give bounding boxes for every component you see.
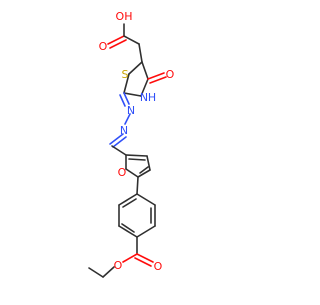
bond-n-ch-double-a: [109, 133, 124, 145]
molecule-structure-diagram: OH O S N H O N N O O O: [88, 10, 175, 278]
bond-c2-n-double-a: [123, 92, 130, 105]
bond-o-fc5: [125, 168, 139, 178]
bond-fc5-fc4: [137, 169, 151, 178]
bond-fc5-fc4-inner: [139, 166, 149, 174]
bond-ph-inner-c: [122, 198, 137, 208]
bond-fc3-fc2: [125, 154, 148, 157]
bond-s-c2: [123, 73, 130, 94]
bond-acid-c-o-double-a: [107, 35, 125, 45]
bond-ethyl-ch2-ch3: [88, 267, 104, 278]
bond-ch2-c5: [138, 43, 143, 63]
bond-fc3-fc2-inner: [128, 158, 146, 161]
bond-ester-c-o-double-b: [134, 257, 152, 267]
bond-layer: [88, 23, 167, 278]
atom-s-ring: S: [122, 68, 129, 81]
bond-ph-1-2: [136, 193, 156, 206]
bond-acid-c-o-double-b: [109, 39, 127, 49]
bond-o-ethyl-ch2: [102, 266, 115, 278]
molecule-canvas: OH O S N H O N N O O O: [88, 10, 175, 278]
bond-c2-n-double-b: [119, 94, 126, 107]
atom-o-ester: O: [114, 259, 123, 272]
bond-n3-c4: [140, 78, 149, 97]
atom-n-ring: N: [140, 91, 148, 104]
bond-c5-s: [128, 61, 143, 75]
bond-fc5-phenyl: [136, 176, 139, 195]
bond-ph-inner-b: [121, 223, 135, 233]
bond-ph-6-1: [118, 193, 138, 206]
atom-oh-acid: OH: [116, 10, 133, 23]
atom-nh-h: H: [148, 91, 156, 104]
atom-o-acid-carbonyl: O: [99, 40, 108, 53]
bond-acid-c-ch2: [123, 35, 140, 45]
atom-label-layer: OH O S N H O N N O O O: [99, 10, 175, 273]
bond-c4-o-a: [147, 72, 165, 80]
atom-o-furan: O: [118, 166, 127, 179]
bond-ester-c-o-double-a: [136, 253, 154, 263]
bond-ph-3-4: [136, 225, 156, 238]
atom-o-ester-carbonyl: O: [154, 260, 163, 273]
bond-n-n: [124, 113, 131, 125]
bond-c2-n3: [123, 92, 142, 97]
bond-ph-4-5: [118, 225, 138, 238]
atom-o-ring-carbonyl: O: [166, 68, 175, 81]
atom-n-hydrazone: N: [120, 124, 128, 137]
bond-c4-c5: [141, 61, 149, 80]
bond-n-ch-double-b: [112, 136, 127, 148]
bond-fc4-fc3: [146, 155, 151, 171]
bond-ester-c-o: [122, 253, 138, 263]
bond-c4-o-b: [149, 76, 167, 84]
atom-n-imine: N: [127, 104, 135, 117]
bond-ch-fc2: [111, 145, 127, 156]
